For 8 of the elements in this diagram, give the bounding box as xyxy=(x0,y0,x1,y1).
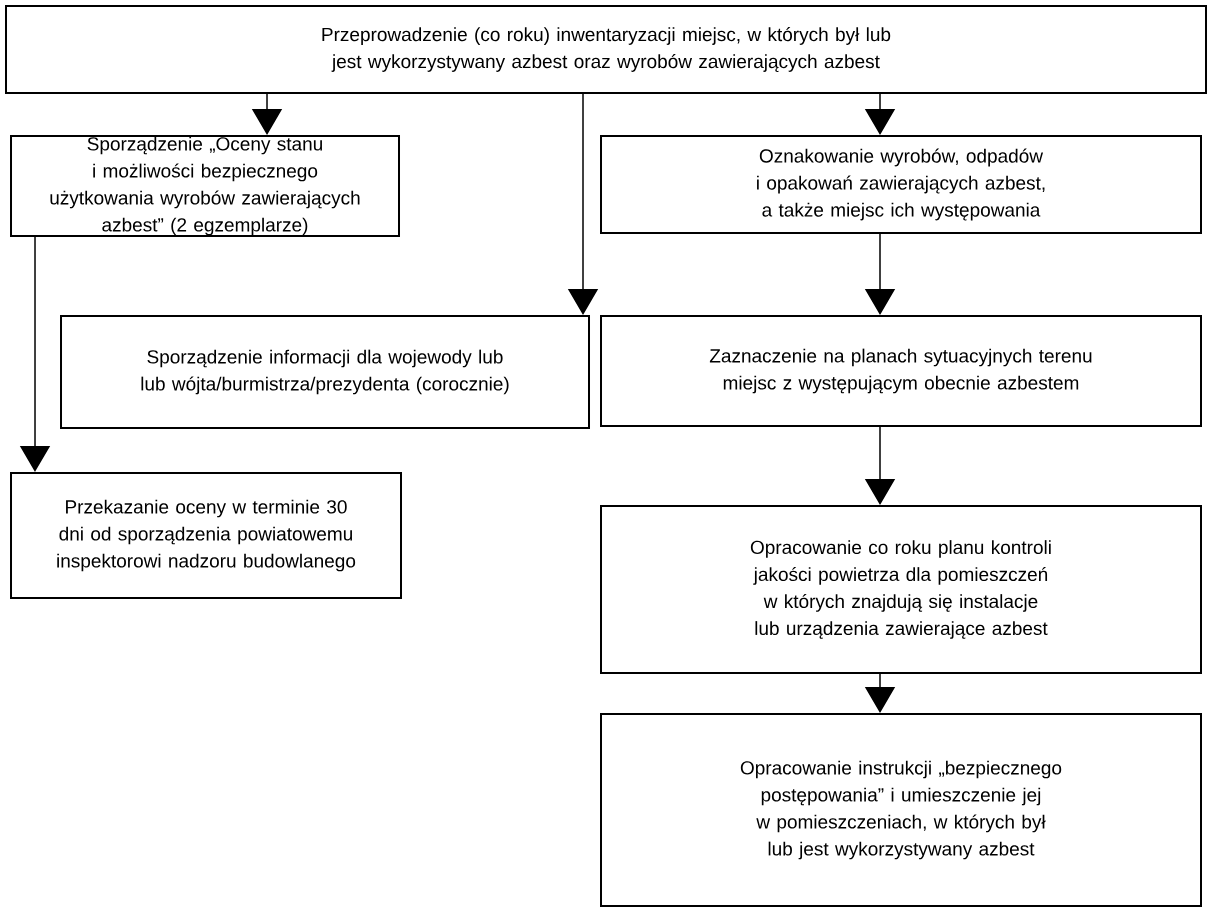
process-box: Przekazanie oceny w terminie 30 dni od sporządzenia powiatowemu inspektorowi nadzoru budowlanego xyxy=(10,472,402,599)
process-box: Opracowanie co roku planu kontroli jakości powietrza dla pomieszczeń w których znajdują się instalacje lub urządzenia zawierające azbest xyxy=(600,505,1202,674)
process-box: Sporządzenie informacji dla wojewody lub lub wójta/burmistrza/prezydenta (corocznie) xyxy=(60,315,590,429)
process-box: Oznakowanie wyrobów, odpadów i opakowań zawierających azbest, a także miejsc ich występowania xyxy=(600,135,1202,234)
process-box: Sporządzenie „Oceny stanu i możliwości bezpiecznego użytkowania wyrobów zawierających azbest” (2 egzemplarze) xyxy=(10,135,400,237)
process-box: Zaznaczenie na planach sytuacyjnych terenu miejsc z występującym obecnie azbestem xyxy=(600,315,1202,427)
process-box: Przeprowadzenie (co roku) inwentaryzacji miejsc, w których był lub jest wykorzystywany azbest oraz wyrobów zawierających azbest xyxy=(5,5,1207,94)
process-box: Opracowanie instrukcji „bezpiecznego postępowania” i umieszczenie jej w pomieszczeniach, w których był lub jest wykorzystywany azbest xyxy=(600,713,1202,907)
